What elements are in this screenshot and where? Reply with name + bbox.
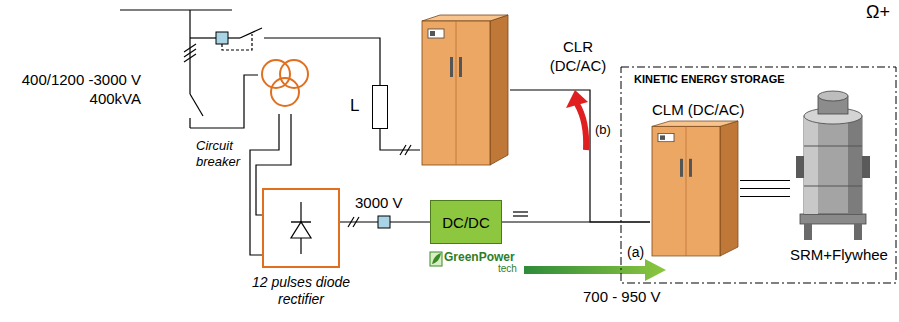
logo-text: GreenPower bbox=[444, 250, 515, 264]
drawing-part bbox=[862, 156, 870, 178]
drawing-part bbox=[405, 145, 411, 155]
drawing-part bbox=[348, 217, 354, 227]
drawing-part bbox=[422, 15, 508, 21]
drawing-part bbox=[513, 215, 528, 216]
drawing-part bbox=[854, 224, 862, 240]
inductor-box: L bbox=[372, 85, 388, 129]
drawing-part bbox=[430, 31, 435, 36]
drawing-part bbox=[280, 60, 308, 88]
drawing-part bbox=[804, 146, 862, 147]
drawing-part bbox=[456, 21, 457, 165]
breaker-label: Circuit breaker bbox=[196, 138, 256, 170]
return-flow-arrow bbox=[566, 90, 588, 150]
node-text: DC/DC bbox=[431, 201, 501, 243]
transformer-symbol: 400/1200 -3000 V 400kVA bbox=[257, 52, 313, 114]
drawing-part bbox=[490, 15, 508, 165]
node-text: KINETIC ENERGY STORAGE bbox=[634, 73, 785, 86]
drawing-part bbox=[848, 116, 862, 214]
drawing-part bbox=[400, 145, 406, 155]
converter-cabinet-art bbox=[420, 15, 510, 165]
flywheel-machine: SRM+Flywhee bbox=[790, 86, 875, 241]
converter-cabinet-art bbox=[650, 121, 740, 256]
flywheel-machine-art bbox=[790, 86, 875, 241]
transformer-symbol-art bbox=[257, 52, 313, 114]
drawing-part bbox=[120, 9, 232, 10]
wire-connector bbox=[510, 90, 650, 222]
drawing-part bbox=[804, 116, 818, 214]
drawing-part bbox=[689, 159, 692, 177]
drawing-part bbox=[263, 189, 339, 267]
drawing-part bbox=[621, 67, 896, 283]
fuse-box bbox=[378, 216, 390, 228]
node-text: SRM+Flywhee bbox=[790, 246, 888, 264]
rectifier-box-art bbox=[262, 188, 340, 268]
node-text: CLR (DC/AC) bbox=[538, 37, 618, 75]
node-text: CLM (DC/AC) bbox=[652, 101, 745, 119]
drawing-part bbox=[190, 94, 203, 116]
drawing-part bbox=[720, 121, 738, 256]
drawing-part bbox=[240, 28, 262, 38]
rectifier-box: 12 pulses diode rectifier bbox=[262, 188, 340, 268]
drawing-part bbox=[459, 57, 462, 77]
node-text: 12 pulses diode rectifier bbox=[237, 274, 365, 308]
drawing-part bbox=[190, 37, 216, 38]
drawing-part bbox=[660, 135, 665, 140]
node-text: L bbox=[350, 96, 359, 116]
drawing-part bbox=[262, 60, 290, 88]
drawing-part bbox=[432, 253, 441, 264]
drawing-part bbox=[430, 252, 442, 266]
converter-cabinet: CLR (DC/AC) bbox=[420, 15, 510, 165]
flow-label: (a) bbox=[627, 244, 644, 261]
wire-connector bbox=[740, 181, 790, 197]
speed-label: Ω+ bbox=[866, 2, 890, 24]
logo-icon bbox=[430, 252, 442, 266]
power-flow-arrow bbox=[524, 259, 666, 281]
drawing-part bbox=[818, 91, 848, 101]
drawing-part bbox=[271, 78, 299, 106]
wire-connector bbox=[380, 129, 420, 150]
drawing-part bbox=[804, 186, 862, 187]
drawing-part bbox=[422, 21, 490, 165]
drawing-part bbox=[513, 211, 528, 212]
drawing-part bbox=[652, 121, 738, 126]
drawing-part bbox=[800, 214, 866, 224]
drawing-part bbox=[652, 126, 720, 256]
drawing-part bbox=[291, 222, 311, 238]
drawing-part bbox=[686, 126, 687, 256]
drawing-part bbox=[804, 224, 812, 240]
converter-box: DC/DC bbox=[430, 200, 502, 244]
drawing-part bbox=[189, 118, 190, 128]
voltage-label: 3000 V bbox=[355, 194, 403, 212]
drawing-part bbox=[804, 116, 862, 214]
converter-cabinet: CLM (DC/AC) bbox=[650, 121, 740, 256]
drawing-part bbox=[428, 29, 444, 38]
drawing-part bbox=[680, 159, 683, 177]
drawing-part bbox=[291, 221, 311, 222]
drawing-part bbox=[353, 217, 359, 227]
breaker-box bbox=[216, 32, 228, 44]
drawing-part bbox=[450, 57, 453, 77]
logo-text: tech bbox=[498, 263, 517, 275]
drawing-part bbox=[524, 259, 666, 281]
drawing-part bbox=[190, 75, 258, 128]
drawing-part bbox=[658, 134, 674, 142]
drawing-part bbox=[373, 86, 388, 129]
drawing-part bbox=[566, 90, 588, 108]
voltage-label: 700 - 950 V bbox=[583, 288, 661, 306]
drawing-part bbox=[184, 54, 196, 62]
drawing-part bbox=[228, 37, 240, 38]
flow-label: (b) bbox=[595, 122, 611, 138]
drawing-part bbox=[577, 104, 586, 150]
storage-region: KINETIC ENERGY STORAGE CLM (DC/AC) SRM+Fly… bbox=[620, 66, 897, 284]
node-text: 400/1200 -3000 V 400kVA bbox=[3, 70, 141, 108]
inductor-box-art bbox=[372, 85, 388, 129]
drawing-part bbox=[796, 156, 804, 178]
